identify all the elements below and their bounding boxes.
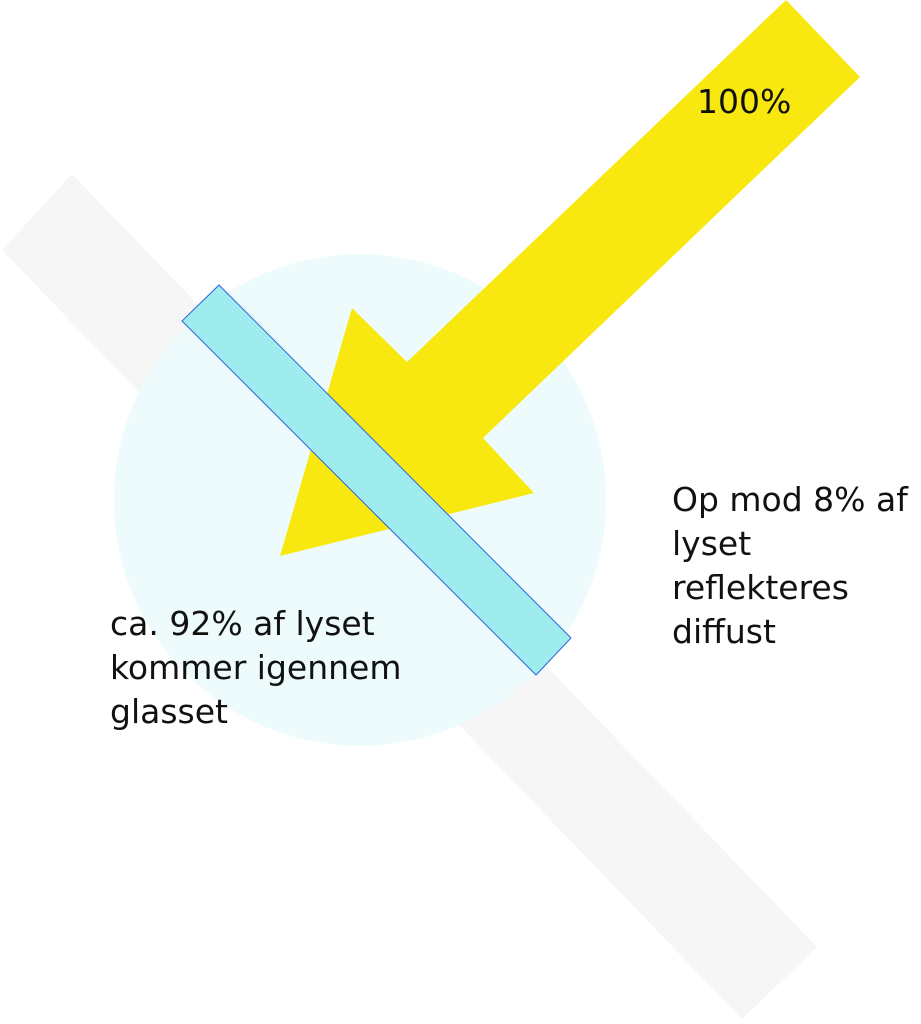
reflected-label-line-2: lyset [672, 524, 752, 563]
incoming-light-arrow [280, 0, 860, 556]
incoming-light-label: 100% [697, 80, 791, 124]
transmitted-label-line-2: kommer igennem [110, 648, 402, 687]
reflected-label-line-4: diffust [672, 612, 776, 651]
reflected-label-line-1: Op mod 8% af [672, 480, 908, 519]
glass-pane [181, 284, 572, 676]
reflected-light-label: Op mod 8% af lyset reflekteres diffust [672, 478, 908, 654]
incoming-label-text: 100% [697, 82, 792, 121]
reflected-label-line-3: reflekteres [672, 568, 849, 607]
transmitted-light-label: ca. 92% af lyset kommer igennem glasset [110, 602, 401, 734]
transmitted-label-line-3: glasset [110, 692, 228, 731]
transmitted-label-line-1: ca. 92% af lyset [110, 604, 375, 643]
